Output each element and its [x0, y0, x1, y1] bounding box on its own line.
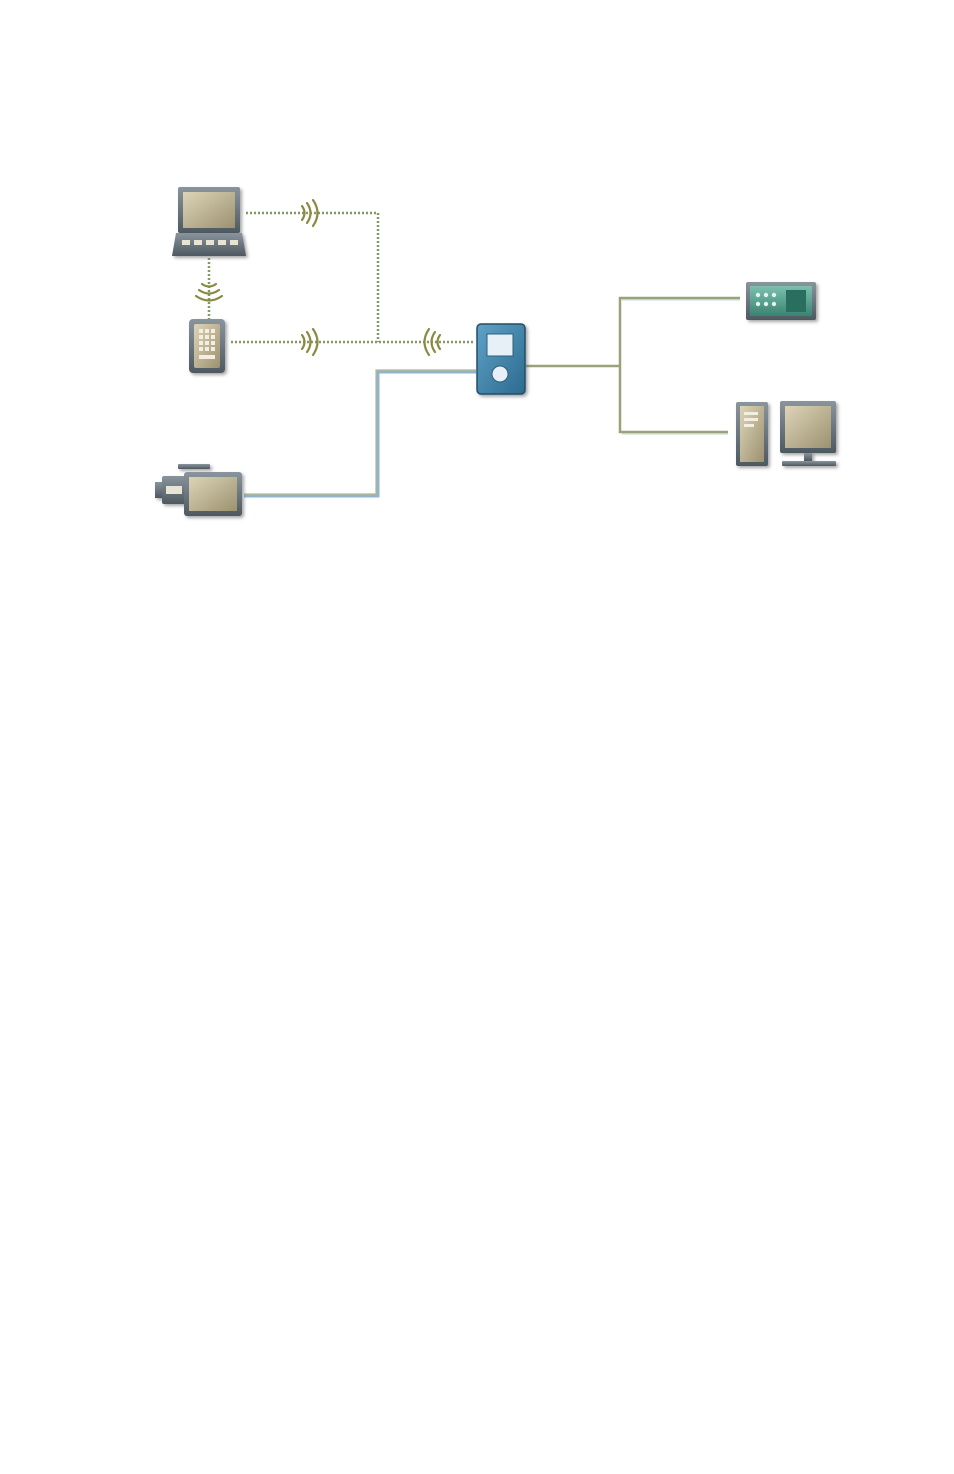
links-layer: [209, 213, 740, 496]
pda-icon[interactable]: [189, 319, 225, 373]
wired-link-camcorder: [244, 372, 476, 496]
laptop-icon[interactable]: [172, 187, 246, 256]
camcorder-icon[interactable]: [155, 464, 242, 516]
media-player-icon[interactable]: [477, 324, 525, 394]
wired-link-set-top-box: [620, 298, 740, 366]
wired-link-desktop: [620, 366, 728, 432]
desktop-computer-icon[interactable]: [736, 401, 836, 466]
wireless-link-laptop: [246, 213, 378, 342]
wireless-wave-icon: [425, 329, 441, 355]
set-top-box-icon[interactable]: [746, 282, 816, 320]
